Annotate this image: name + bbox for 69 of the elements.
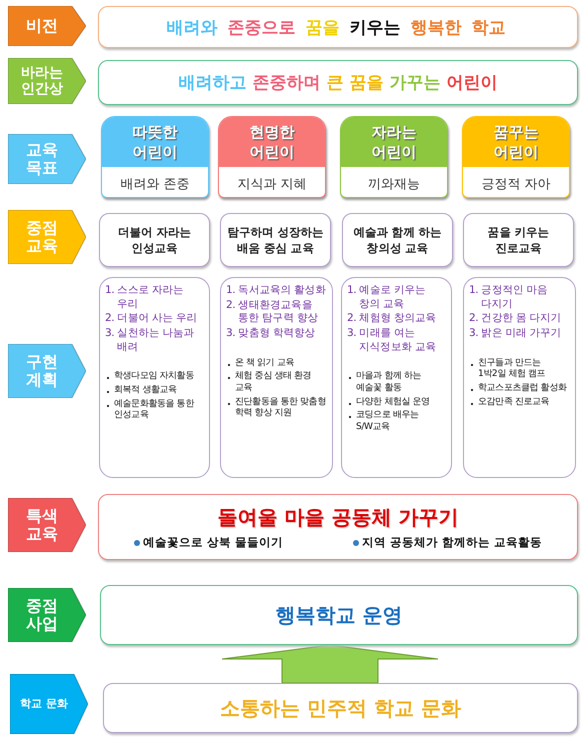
section-label-tag: 교육 목표 xyxy=(8,134,86,184)
plan-panel xyxy=(99,277,210,478)
plan-panel xyxy=(341,277,452,478)
plan-goal: 1. 긍정적인 마음 다지기 xyxy=(469,284,549,312)
vision-statement: 배려와 존중으로 꿈을 키우는 행복한 학교 xyxy=(166,16,506,38)
plan-goal: 1. 독서교육의 활성화 xyxy=(226,284,327,298)
plan-activity: 온 책 읽기 교육 xyxy=(226,358,327,370)
plan-activity: 학교스포츠클럽 활성화 xyxy=(469,382,570,395)
plan-panel xyxy=(463,277,576,478)
block-arrow xyxy=(222,644,438,684)
section-label-tag: 구현 계획 xyxy=(8,344,86,398)
focus-text: 탐구하며 성장하는 배움 중심 교육 xyxy=(226,224,325,256)
plan-activity: 코딩으로 배우는 S/W교육 xyxy=(347,410,446,434)
goal-text: 끼와재능 xyxy=(367,176,421,193)
goal-card xyxy=(462,116,570,198)
goal-heading: 현명한 어린이 xyxy=(219,117,325,167)
plan-goal: 3. 밝은 미래 가꾸기 xyxy=(469,326,562,341)
goal-text: 배려와 존중 xyxy=(119,176,191,193)
plan-activity: 체험 중심 생태 환경 교육 xyxy=(226,371,327,395)
special-box xyxy=(98,494,578,560)
goal-card xyxy=(218,116,326,198)
plan-goal: 3. 미래를 여는 지식정보화 교육 xyxy=(347,326,438,354)
plan-activity: 오감만족 진로교육 xyxy=(469,396,570,408)
culture-box xyxy=(103,683,578,733)
section-label-tag: 바라는 인간상 xyxy=(8,58,86,104)
plan-goal: 2. 더불어 사는 우리 xyxy=(105,312,198,326)
special-item: 예술꽃으로 상북 물들이기 xyxy=(134,535,283,550)
goal-heading: 자라는 어린이 xyxy=(341,117,447,167)
project-text: 행복학교 운영 xyxy=(276,602,402,628)
plan-goal: 3. 맞춤형 학력향상 xyxy=(226,326,316,341)
focus-box xyxy=(463,213,574,267)
plan-goal: 3. 실천하는 나눔과 배려 xyxy=(105,326,196,354)
plan-goal: 2. 체험형 창의교육 xyxy=(347,312,438,326)
plan-goal: 2. 생태환경교육을 통한 탐구력 향상 xyxy=(226,298,320,326)
focus-text: 꿈을 키우는 진로교육 xyxy=(486,224,550,256)
section-label-tag: 중점 교육 xyxy=(8,210,86,264)
plan-activity: 예술문화활동을 통한 인성교육 xyxy=(105,398,204,422)
plan-panel xyxy=(220,277,333,478)
goal-card xyxy=(101,116,209,198)
plan-goal: 1. 예술로 키우는 창의 교육 xyxy=(347,284,427,312)
vision-box xyxy=(98,6,578,48)
culture-text: 소통하는 민주적 학교 문화 xyxy=(220,694,461,722)
plan-activity: 다양한 체험실 운영 xyxy=(347,396,446,408)
section-label-tag: 비전 xyxy=(8,6,86,46)
focus-box xyxy=(342,213,453,267)
goal-heading: 꿈꾸는 어린이 xyxy=(463,117,569,167)
section-label-tag: 학교 문화 xyxy=(10,674,88,734)
ideal-statement: 배려하고 존중하며 큰 꿈을 가꾸는 어린이 xyxy=(178,72,498,94)
focus-text: 더불어 자라는 인성교육 xyxy=(116,224,192,256)
ideal-box xyxy=(98,60,578,105)
focus-text: 예술과 함께 하는 창의성 교육 xyxy=(352,224,443,256)
plan-activity: 진단활동을 통한 맞춤형 학력 향상 지원 xyxy=(226,396,327,420)
plan-activity: 친구들과 만드는 1박2일 체험 캠프 xyxy=(469,358,570,381)
plan-activity: 학생다모임 자치활동 xyxy=(105,371,204,383)
special-item: 지역 공동체가 함께하는 교육활동 xyxy=(352,535,542,550)
special-title: 돌여울 마을 공동체 가꾸기 xyxy=(218,504,458,531)
plan-goal: 1. 스스로 자라는 우리 xyxy=(105,284,185,312)
plan-goal: 2. 건강한 몸 다지기 xyxy=(469,312,562,326)
goal-text: 긍정적 자아 xyxy=(480,176,552,193)
section-label-tag: 특색 교육 xyxy=(8,498,86,552)
goal-text: 지식과 지혜 xyxy=(236,176,308,193)
goal-card xyxy=(340,116,448,198)
project-box xyxy=(100,585,578,645)
goal-heading: 따뜻한 어린이 xyxy=(102,117,208,167)
plan-activity: 회복적 생활교육 xyxy=(105,384,204,397)
focus-box xyxy=(220,213,331,267)
section-label-tag: 중점 사업 xyxy=(8,588,86,642)
plan-activity: 마을과 함께 하는 예술꽃 활동 xyxy=(347,371,446,395)
focus-box xyxy=(99,213,210,267)
